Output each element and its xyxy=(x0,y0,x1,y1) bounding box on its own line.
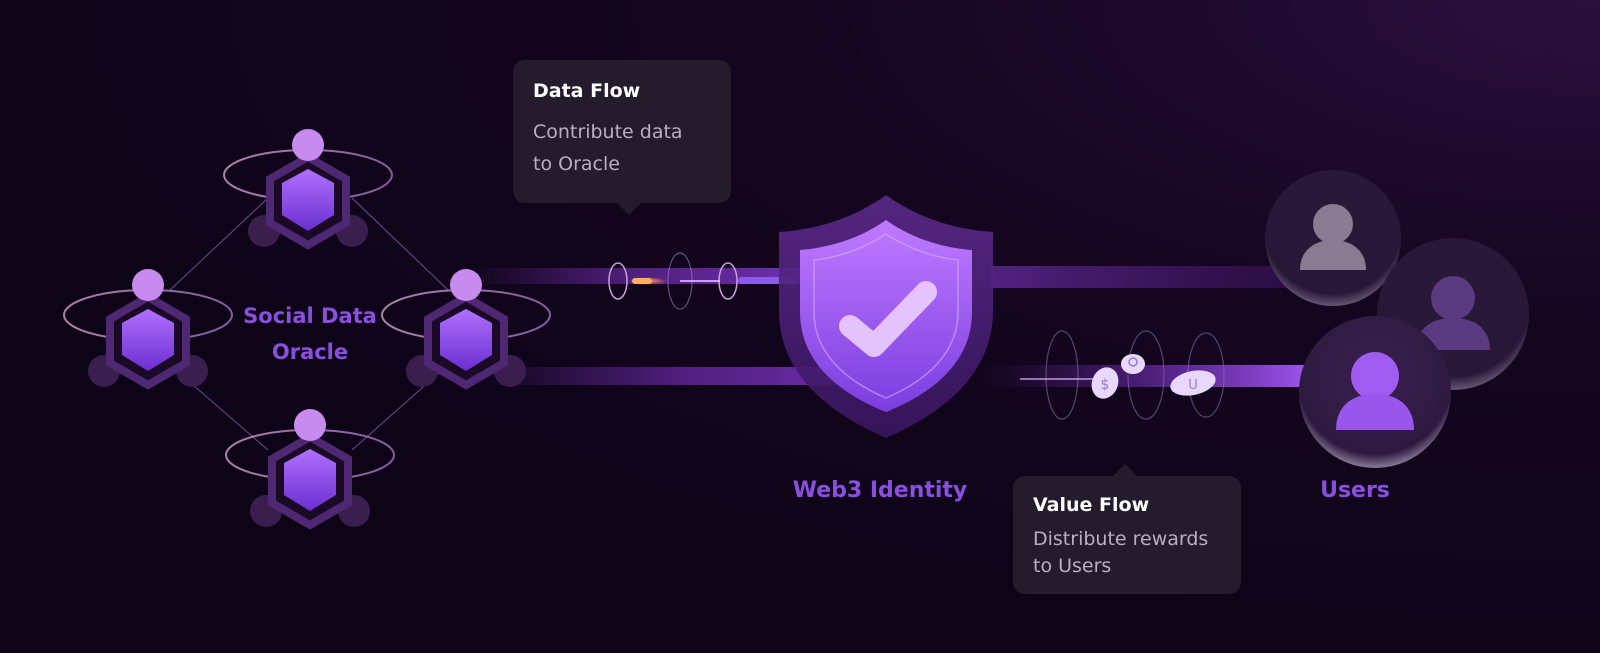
value-flow-body-line2: to Users xyxy=(1033,555,1112,577)
shield-check-icon xyxy=(779,195,993,438)
svg-text:U: U xyxy=(1188,378,1198,393)
identity-label: Web3 Identity xyxy=(792,478,968,503)
users-label: Users xyxy=(1320,478,1390,503)
value-flow-tooltip: Value Flow Distribute rewards to Users xyxy=(1013,464,1241,594)
reward-coins: $ U xyxy=(1020,330,1225,420)
data-flow-body-line2: to Oracle xyxy=(533,153,620,175)
coin-icon: $ xyxy=(1091,367,1119,399)
svg-text:$: $ xyxy=(1101,377,1110,393)
coin-icon xyxy=(1121,354,1145,374)
value-flow-beam xyxy=(480,365,1310,387)
data-flow-title: Data Flow xyxy=(533,80,641,102)
oracle-label: Social Data Oracle xyxy=(225,298,395,370)
data-flow-body-line1: Contribute data xyxy=(533,121,683,143)
coin-icon: U xyxy=(1170,370,1216,396)
value-flow-body-line1: Distribute rewards xyxy=(1033,528,1209,550)
data-flow-tooltip: Data Flow Contribute data to Oracle xyxy=(513,60,731,215)
oracle-node-icon xyxy=(223,129,393,250)
oracle-label-line2: Oracle xyxy=(271,340,349,364)
value-flow-title: Value Flow xyxy=(1033,494,1150,516)
oracle-node-icon xyxy=(225,409,395,530)
data-packet xyxy=(608,252,798,310)
oracle-node-icon xyxy=(63,269,233,390)
user-avatar-icon xyxy=(1265,170,1401,306)
user-avatar-icon xyxy=(1299,316,1451,468)
tooltip-arrow xyxy=(1113,464,1137,476)
oracle-label-line1: Social Data xyxy=(243,304,377,328)
oracle-node-icon xyxy=(381,269,551,390)
tooltip-arrow xyxy=(617,203,641,215)
